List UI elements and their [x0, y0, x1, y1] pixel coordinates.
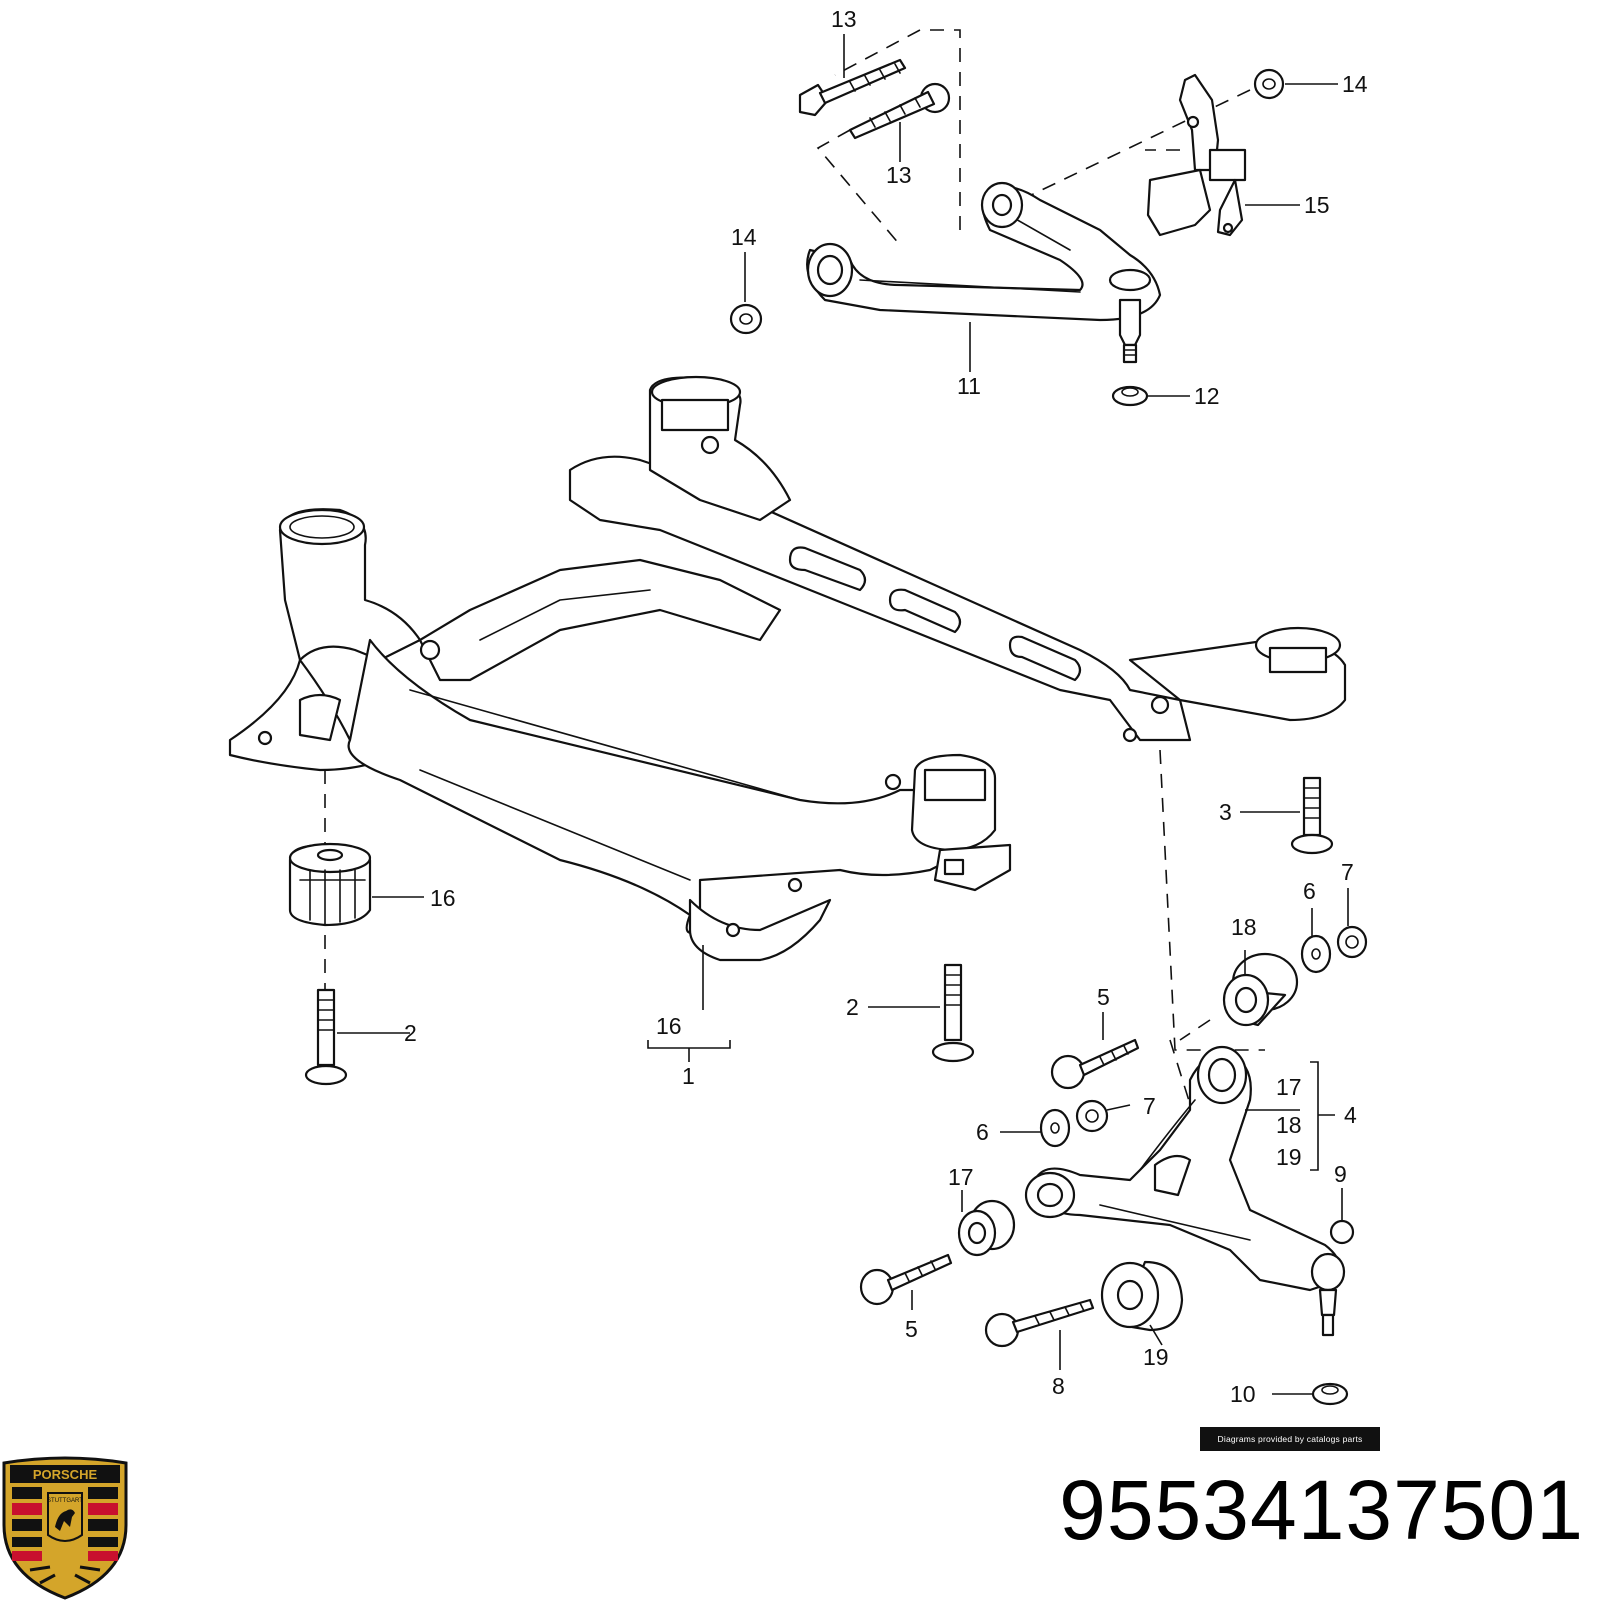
nut-14-left: [729, 303, 763, 335]
crest-text-top: PORSCHE: [33, 1467, 98, 1482]
callout-8: 8: [1052, 1373, 1065, 1399]
washer-6-lower: [1039, 1108, 1071, 1148]
callout-13-mid: 13: [886, 162, 912, 188]
callout-7-upper: 7: [1341, 859, 1354, 885]
callout-13-top: 13: [831, 6, 857, 32]
leader-lines: [337, 34, 1349, 1395]
bolt-3: [1290, 776, 1334, 855]
part-number: 95534137501: [1059, 1463, 1584, 1557]
callout-5-lower: 5: [905, 1316, 918, 1342]
nut-14-right: [1253, 68, 1285, 100]
callout-10: 10: [1230, 1381, 1256, 1407]
alignment-lines: [324, 29, 1265, 1191]
callout-1: 1: [682, 1063, 695, 1089]
callout-5-upper: 5: [1097, 984, 1110, 1010]
level-sensor: [1146, 73, 1247, 237]
subframe: [228, 375, 1347, 962]
washer-6-upper: [1300, 934, 1332, 974]
callout-6-upper: 6: [1303, 878, 1316, 904]
callout-18-lower: 18: [1276, 1112, 1302, 1138]
callout-12: 12: [1194, 383, 1220, 409]
callout-7-lower: 7: [1143, 1093, 1156, 1119]
bolt-2-right: [931, 963, 975, 1063]
callout-17-upper: 17: [1276, 1074, 1302, 1100]
nut-7-lower: [1075, 1099, 1109, 1133]
bushing-17: [957, 1199, 1016, 1257]
bolt-13-upper: [798, 58, 907, 117]
callout-16-mount: 16: [430, 885, 456, 911]
bushing-18: [1222, 952, 1299, 1027]
callout-14-right: 14: [1342, 71, 1368, 97]
callout-4: 4: [1344, 1102, 1357, 1128]
mount-bushing-16: [288, 842, 372, 927]
nut-9: [1329, 1219, 1355, 1245]
nut-7-upper: [1336, 925, 1368, 959]
callout-14-left: 14: [731, 224, 757, 250]
callout-18-upper: 18: [1231, 914, 1257, 940]
callout-labels: 13 13 14 15 14 11 12 3 6 7 18 16 2 16 1 …: [404, 6, 1368, 1407]
callout-19-lower: 19: [1143, 1344, 1169, 1370]
callout-2-left: 2: [404, 1020, 417, 1046]
callout-6-lower: 6: [976, 1119, 989, 1145]
callout-17-lower: 17: [948, 1164, 974, 1190]
upper-control-arm: [806, 181, 1162, 364]
diagram-credit: Diagrams provided by catalogs parts: [1200, 1427, 1380, 1451]
bolt-5-lower: [859, 1253, 953, 1306]
porsche-crest-logo: PORSCHE STUTTGART: [2, 1456, 128, 1600]
lower-control-arm: [1024, 1045, 1346, 1337]
callout-16-subframe: 16: [656, 1013, 682, 1039]
bushing-19: [1100, 1260, 1184, 1332]
callout-2-right: 2: [846, 994, 859, 1020]
callout-19-upper: 19: [1276, 1144, 1302, 1170]
callout-11: 11: [957, 373, 981, 399]
callout-3: 3: [1219, 799, 1232, 825]
callout-9: 9: [1334, 1161, 1347, 1187]
bolt-5-upper: [1050, 1038, 1140, 1090]
crest-text-mid: STUTTGART: [47, 1498, 83, 1504]
bolt-13-lower: [848, 82, 951, 140]
bolt-2-left: [304, 988, 348, 1086]
callout-15: 15: [1304, 192, 1330, 218]
bolt-8: [984, 1298, 1095, 1348]
